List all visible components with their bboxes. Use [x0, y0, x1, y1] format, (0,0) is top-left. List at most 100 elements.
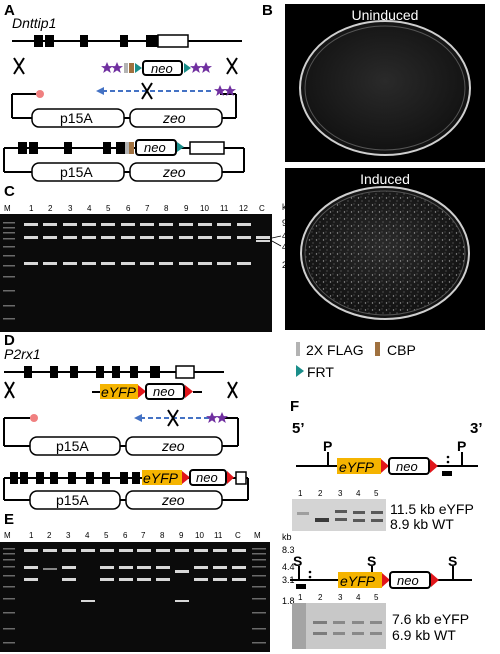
blot2-bottom-label: 6.9 kb WT: [392, 627, 456, 643]
panel-b: B Uninduced Induced: [262, 2, 485, 330]
gel-e-lane-labels: M 1 2 3 4 5 6 7 8 9 10 11 C M: [4, 531, 261, 540]
gel-c-size-9-2: 9.2: [282, 218, 295, 228]
eyfp-label-d2: eYFP: [143, 470, 179, 486]
crossover-x-right-d: [227, 381, 238, 399]
gel-e-lane-9: 9: [179, 531, 184, 540]
crossover-x-left: [13, 57, 25, 75]
gel-c-lane-4: 4: [87, 204, 92, 213]
p-site-left: P: [323, 438, 332, 454]
recombined-construct-d: eYFP neo p15A zeo: [3, 469, 249, 510]
gel-e-marker-bands: [3, 548, 266, 644]
panel-e-letter: E: [4, 511, 14, 528]
cbp-swatch: [375, 342, 380, 356]
blot2-lane-4: 4: [356, 593, 361, 602]
gel-c-lane-3: 3: [68, 204, 73, 213]
panel-f-letter: F: [290, 398, 299, 415]
crossover-x-right: [226, 57, 238, 75]
dnttip1-genomic-locus: [12, 34, 242, 48]
blot1-lane-1: 1: [298, 489, 303, 498]
panel-e: E M 1 2 3 4 5 6 7 8 9 10 11 C M: [0, 511, 295, 652]
blot2-lane-3: 3: [338, 593, 343, 602]
neo-label-d2: neo: [196, 470, 218, 485]
gel-c-size-4-4: 4.4: [282, 231, 295, 241]
five-prime-label: 5’: [292, 420, 305, 437]
gel-c-marker-bands: [3, 222, 15, 320]
gel-e-lane-5: 5: [104, 531, 109, 540]
gel-e-lane-m2: M: [254, 531, 261, 540]
southern-blot-2-image: [292, 603, 386, 649]
gel-e-lane-8: 8: [160, 531, 165, 540]
s-site-2: S: [367, 553, 376, 569]
panel-a: A Dnttip1 neo: [3, 2, 245, 182]
gel-e-size-1-8: 1.8: [282, 596, 295, 606]
blot2-lane-2: 2: [318, 593, 323, 602]
p15a-label-d1: p15A: [56, 438, 89, 454]
blot1-lane-5: 5: [374, 489, 379, 498]
p15a-label-a2: p15A: [60, 164, 93, 180]
retrieval-vector: p15A zeo: [11, 82, 237, 128]
gel-c-lane-11: 11: [220, 204, 229, 213]
gel-c-lane-labels: M 1 2 3 4 5 6 7 8 9 10 11 12 C: [4, 204, 265, 213]
flag-swatch: [296, 342, 300, 356]
panel-b-letter: B: [262, 2, 273, 19]
gel-c-lane-7: 7: [145, 204, 150, 213]
gel-c-size-labels: 9.2 4.4 4.6 2.2: [282, 218, 295, 270]
p15a-label-a1: p15A: [60, 110, 93, 126]
gel-c-lane-1: 1: [29, 204, 34, 213]
eyfp-label-f2: eYFP: [340, 573, 376, 589]
sac-map: S eYFP S neo S: [290, 553, 472, 589]
gel-e-lane-4: 4: [85, 531, 90, 540]
tag-cassette: neo: [101, 60, 212, 76]
gel-c-lane-10: 10: [200, 204, 209, 213]
crossover-x-left-d: [4, 381, 15, 399]
gel-e-size-3-1: 3.1: [282, 575, 295, 585]
gel-e-lane-7: 7: [141, 531, 146, 540]
southern-blot-2-lane-labels: 1 2 3 4 5: [298, 593, 379, 602]
gel-c-lane-2: 2: [48, 204, 53, 213]
p-site-right: P: [457, 438, 466, 454]
gel-c-sample-bands: [24, 223, 270, 265]
panel-f: F 5’ 3’ P eYFP neo P 1 2 3 4 5: [290, 398, 483, 649]
gel-e-image: [0, 542, 270, 652]
gel-c-lane-6: 6: [126, 204, 131, 213]
recombined-construct-a: neo p15A zeo: [3, 139, 245, 182]
panel-d-letter: D: [4, 332, 15, 349]
blot1-bands: [297, 510, 383, 522]
blot1-lane-2: 2: [318, 489, 323, 498]
panel-a-letter: A: [4, 2, 15, 19]
panel-a-gene-label: Dnttip1: [12, 15, 56, 31]
panel-d-gene-label: P2rx1: [4, 346, 41, 362]
eyfp-label-f1: eYFP: [339, 459, 375, 475]
retrieval-vector-d: p15A zeo: [3, 409, 239, 456]
gel-e-lane-10: 10: [195, 531, 204, 540]
gel-e-kb-label: kb: [282, 532, 292, 542]
gel-c-image: [0, 214, 272, 332]
gel-c-lane-m: M: [4, 204, 11, 213]
gel-c-lane-9: 9: [184, 204, 189, 213]
southern-blot-1-image: [292, 499, 386, 531]
southern-blot-1-lane-labels: 1 2 3 4 5: [298, 489, 379, 498]
blot2-lane-1: 1: [298, 593, 303, 602]
gel-c-lane-c: C: [259, 204, 265, 213]
pvu-map: P eYFP neo P: [296, 438, 478, 476]
zeo-label-a2: zeo: [162, 164, 186, 180]
gel-e-sample-bands: [24, 549, 246, 602]
s-site-1: S: [293, 553, 302, 569]
gel-e-size-8-3: 8.3: [282, 545, 295, 555]
gel-e-size-labels: 8.3 4.4 3.1 1.8: [282, 545, 295, 606]
uninduced-label: Uninduced: [352, 7, 419, 23]
zeo-label-d1: zeo: [161, 438, 185, 454]
zeo-label-a1: zeo: [162, 110, 186, 126]
gel-e-lane-2: 2: [47, 531, 52, 540]
blot1-lane-3: 3: [338, 489, 343, 498]
gel-e-lane-c: C: [235, 531, 241, 540]
gel-c-size-4-6: 4.6: [282, 242, 295, 252]
neo-label-d1: neo: [153, 384, 175, 399]
gel-c-lane-8: 8: [164, 204, 169, 213]
legend-frt-label: FRT: [307, 364, 334, 380]
gel-c-kb-label: kb: [282, 202, 292, 212]
three-prime-label: 3’: [470, 420, 483, 437]
neo-label-f1: neo: [396, 459, 418, 474]
zeo-label-d2: zeo: [161, 492, 185, 508]
blot2-bands: [313, 621, 382, 635]
